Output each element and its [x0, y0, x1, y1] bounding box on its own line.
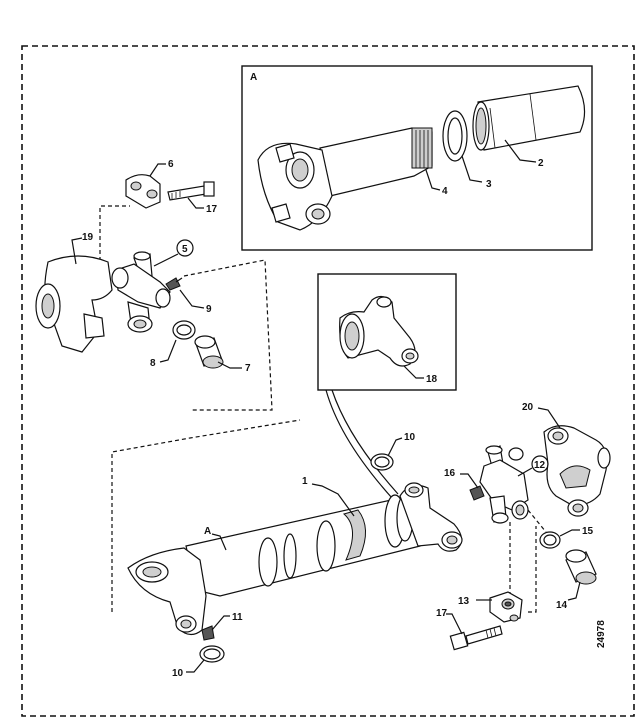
label-7: 7 [245, 363, 251, 374]
label-19: 19 [82, 232, 94, 243]
leader-5 [153, 253, 179, 267]
label-2: 2 [538, 158, 544, 169]
leader-7 [217, 361, 242, 369]
label-20: 20 [522, 402, 534, 413]
bearing-cup-7 [194, 335, 224, 369]
label-10-lower: 10 [172, 668, 184, 679]
label-15: 15 [582, 526, 594, 537]
leader-2 [504, 139, 537, 163]
bolt-17-lower [449, 625, 503, 651]
grease-nipple-9 [165, 277, 183, 291]
bearing-cap-6 [125, 174, 161, 209]
label-11: 11 [232, 612, 243, 623]
washer-10-lower [199, 645, 225, 663]
label-1: 1 [302, 476, 308, 487]
dashed-main-box [111, 419, 301, 612]
seal-15 [539, 531, 561, 549]
leader-19 [71, 237, 83, 265]
inset-a-label: A [250, 72, 257, 83]
label-5-circle [176, 239, 194, 257]
leader-6 [149, 163, 166, 177]
flange-yoke-20 [543, 425, 611, 517]
label-4: 4 [442, 186, 448, 197]
leader-17-upper [187, 197, 204, 209]
leader-15 [559, 529, 580, 537]
label-17-lower: 17 [436, 608, 448, 619]
label-16: 16 [444, 468, 456, 479]
leader-10-upper [387, 437, 403, 457]
bolt-17-upper [167, 181, 215, 201]
label-13: 13 [458, 596, 470, 607]
leader-17-lower [446, 613, 463, 635]
label-9: 9 [206, 304, 212, 315]
inset-a-frame [241, 65, 593, 251]
flange-yoke-19 [35, 255, 113, 353]
leader-12 [517, 467, 533, 477]
label-5: 5 [182, 244, 188, 255]
label-3: 3 [486, 179, 492, 190]
dashed-link-13-right [528, 526, 537, 613]
leader-20 [537, 407, 561, 429]
label-12: 12 [534, 460, 546, 471]
leader-8 [159, 339, 177, 363]
leader-main-a [211, 533, 227, 551]
leader-14 [567, 581, 581, 601]
label-14: 14 [556, 600, 568, 611]
dashed-link-left [99, 205, 130, 275]
link-curve-b [331, 389, 399, 495]
leader-9 [179, 289, 205, 309]
leader-3 [461, 155, 483, 183]
bearing-cap-13 [489, 591, 523, 623]
figure-number: 24978 [596, 620, 607, 648]
inset-18-frame [317, 273, 457, 391]
dashed-link-12-15 [527, 509, 547, 533]
bearing-cup-14 [565, 549, 597, 585]
label-6: 6 [168, 159, 174, 170]
dashed-link-right [183, 259, 273, 411]
label-10-upper: 10 [404, 432, 416, 443]
leader-11 [211, 615, 230, 631]
leader-16 [460, 473, 479, 489]
slip-yoke-18 [339, 295, 419, 367]
spider-5 [111, 251, 171, 333]
label-17-upper: 17 [206, 204, 218, 215]
leader-4 [425, 169, 441, 191]
leader-1 [311, 483, 355, 517]
grease-nipple-11 [201, 625, 215, 641]
link-curve-a [325, 389, 393, 499]
washer-10-upper [370, 453, 394, 471]
spider-12 [479, 445, 529, 524]
outer-dashed-frame [21, 45, 635, 717]
label-main-a: A [204, 526, 211, 537]
inset-sliding-joint [257, 85, 586, 231]
leader-10-lower [186, 659, 205, 673]
grease-nipple-16 [469, 485, 485, 501]
seal-8 [172, 320, 196, 340]
leader-18 [403, 365, 424, 379]
label-18: 18 [426, 374, 438, 385]
propeller-shaft-1 [127, 482, 463, 636]
label-8: 8 [150, 358, 156, 369]
